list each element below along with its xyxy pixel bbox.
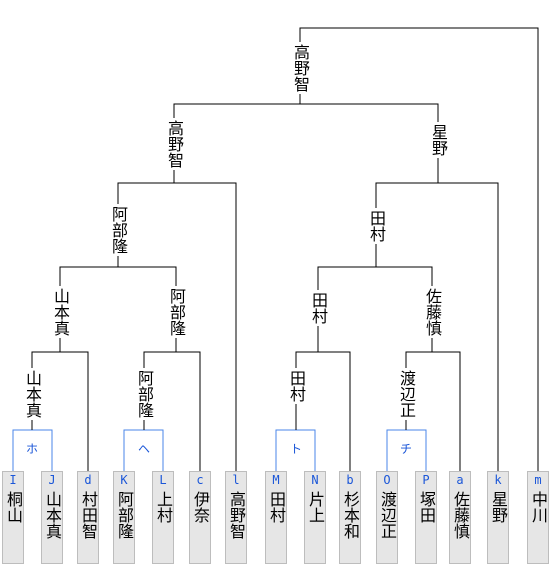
player-letter: l — [232, 473, 240, 487]
r1-chi-winner: 渡辺正 — [397, 368, 416, 420]
player-letter: k — [494, 473, 502, 487]
player-letter: c — [196, 473, 204, 487]
player-slot[interactable]: d 村田智 — [77, 471, 99, 564]
player-slot[interactable]: b 杉本和 — [339, 471, 361, 564]
player-slot[interactable]: a 佐藤慎 — [449, 471, 471, 564]
player-letter: d — [84, 473, 92, 487]
champion-name: 高野智 — [291, 42, 310, 94]
semi-right-winner: 星野 — [429, 122, 448, 158]
player-name: 片上 — [306, 491, 325, 523]
player-name: 佐藤慎 — [451, 491, 470, 539]
player-name: 山本真 — [43, 491, 62, 539]
player-letter: a — [456, 473, 464, 487]
r2-b-winner: 阿部隆 — [167, 286, 186, 338]
match-mark-to: ト — [287, 442, 305, 456]
r3-right-winner: 田村 — [367, 208, 386, 244]
player-slot[interactable]: m 中川 — [527, 471, 549, 564]
player-slot[interactable]: l 高野智 — [225, 471, 247, 564]
player-slot[interactable]: M 田村 — [265, 471, 287, 564]
champion-bracket — [299, 27, 539, 471]
player-letter: I — [9, 473, 17, 487]
player-name: 塚田 — [417, 491, 436, 523]
player-slot[interactable]: I 桐山 — [2, 471, 24, 564]
match-mark-he: ヘ — [135, 442, 153, 456]
player-letter: J — [48, 473, 56, 487]
player-name: 星野 — [489, 491, 508, 523]
player-letter: N — [311, 473, 319, 487]
player-name: 阿部隆 — [115, 491, 134, 539]
player-name: 高野智 — [227, 491, 246, 539]
player-slot[interactable]: J 山本真 — [41, 471, 63, 564]
final-bracket — [173, 103, 439, 183]
player-slot[interactable]: O 渡辺正 — [376, 471, 398, 564]
player-letter: M — [272, 473, 280, 487]
player-slot[interactable]: k 星野 — [487, 471, 509, 564]
player-slot[interactable]: N 片上 — [304, 471, 326, 564]
r3-left-bracket — [59, 266, 177, 352]
player-slot[interactable]: K 阿部隆 — [113, 471, 135, 564]
player-name: 桐山 — [4, 491, 23, 523]
player-letter: m — [534, 473, 542, 487]
player-letter: L — [159, 473, 167, 487]
player-name: 中川 — [529, 491, 548, 523]
player-name: 杉本和 — [341, 491, 360, 539]
player-name: 渡辺正 — [378, 491, 397, 539]
player-letter: b — [346, 473, 354, 487]
player-letter: O — [383, 473, 391, 487]
r2-a-winner: 山本真 — [51, 286, 70, 338]
player-slot[interactable]: P 塚田 — [415, 471, 437, 564]
r1-to-winner: 田村 — [287, 368, 306, 404]
r3-left-winner: 阿部隆 — [109, 204, 128, 256]
player-slot[interactable]: c 伊奈 — [189, 471, 211, 564]
semi-left-winner: 高野智 — [165, 118, 184, 170]
player-name: 田村 — [267, 491, 286, 523]
player-name: 上村 — [154, 491, 173, 523]
r2-d-winner: 佐藤慎 — [423, 286, 442, 338]
player-letter: P — [422, 473, 430, 487]
match-mark-ho: ホ — [23, 442, 41, 456]
r2-c-winner: 田村 — [309, 290, 328, 326]
player-letter: K — [120, 473, 128, 487]
r3-right-bracket — [317, 266, 433, 352]
player-name: 伊奈 — [191, 491, 210, 523]
match-mark-chi: チ — [397, 442, 415, 456]
r1-ho-winner: 山本真 — [23, 368, 42, 420]
r1-he-winner: 阿部隆 — [135, 368, 154, 420]
player-slot[interactable]: L 上村 — [152, 471, 174, 564]
player-name: 村田智 — [79, 491, 98, 539]
